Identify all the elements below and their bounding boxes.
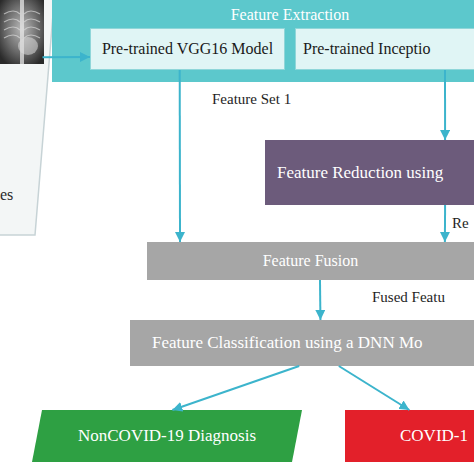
flow-arrow (172, 366, 299, 410)
feature-extraction-group: Feature ExtractionPre-trained VGG16 Mode… (52, 0, 474, 82)
flow-arrow (179, 70, 181, 242)
node-text: NonCOVID-19 Diagnosis (32, 410, 302, 462)
node-text: COVID-1 (345, 410, 474, 462)
xray-spine (20, 0, 24, 64)
node-text: es (0, 186, 13, 204)
parallelogram-shape (32, 410, 302, 462)
parallelogram-shape (0, 0, 55, 235)
chest-xray-image (0, 0, 44, 64)
process-box: Feature Classification using a DNN Mo (130, 320, 474, 366)
edge-label: Feature Set 1 (212, 91, 291, 108)
flow-arrow (339, 366, 410, 410)
result-box: NonCOVID-19 Diagnosis (32, 410, 302, 462)
flow-arrow (444, 70, 446, 140)
flow-arrow (319, 280, 321, 320)
model-box: Pre-trained VGG16 Model (90, 28, 285, 70)
node-text: Feature Classification using a DNN Mo (130, 320, 474, 366)
node-text: Feature Fusion (147, 242, 474, 280)
flow-arrow (444, 205, 446, 242)
edge-label: Fused Featu (372, 289, 445, 306)
process-box: Feature Reduction using (265, 140, 474, 205)
result-box: COVID-1 (345, 410, 474, 462)
node-text: Pre-trained Inceptio (296, 29, 474, 69)
flow-arrow (43, 56, 91, 58)
node-text: Feature Extraction (52, 0, 474, 24)
node-text: Feature Reduction using (265, 140, 474, 205)
process-box: Feature Fusion (147, 242, 474, 280)
xray-heart (18, 37, 38, 55)
model-box: Pre-trained Inceptio (295, 28, 474, 70)
edge-label: Re (452, 215, 469, 232)
xray-background (0, 0, 44, 64)
node-text: Pre-trained VGG16 Model (91, 29, 284, 69)
